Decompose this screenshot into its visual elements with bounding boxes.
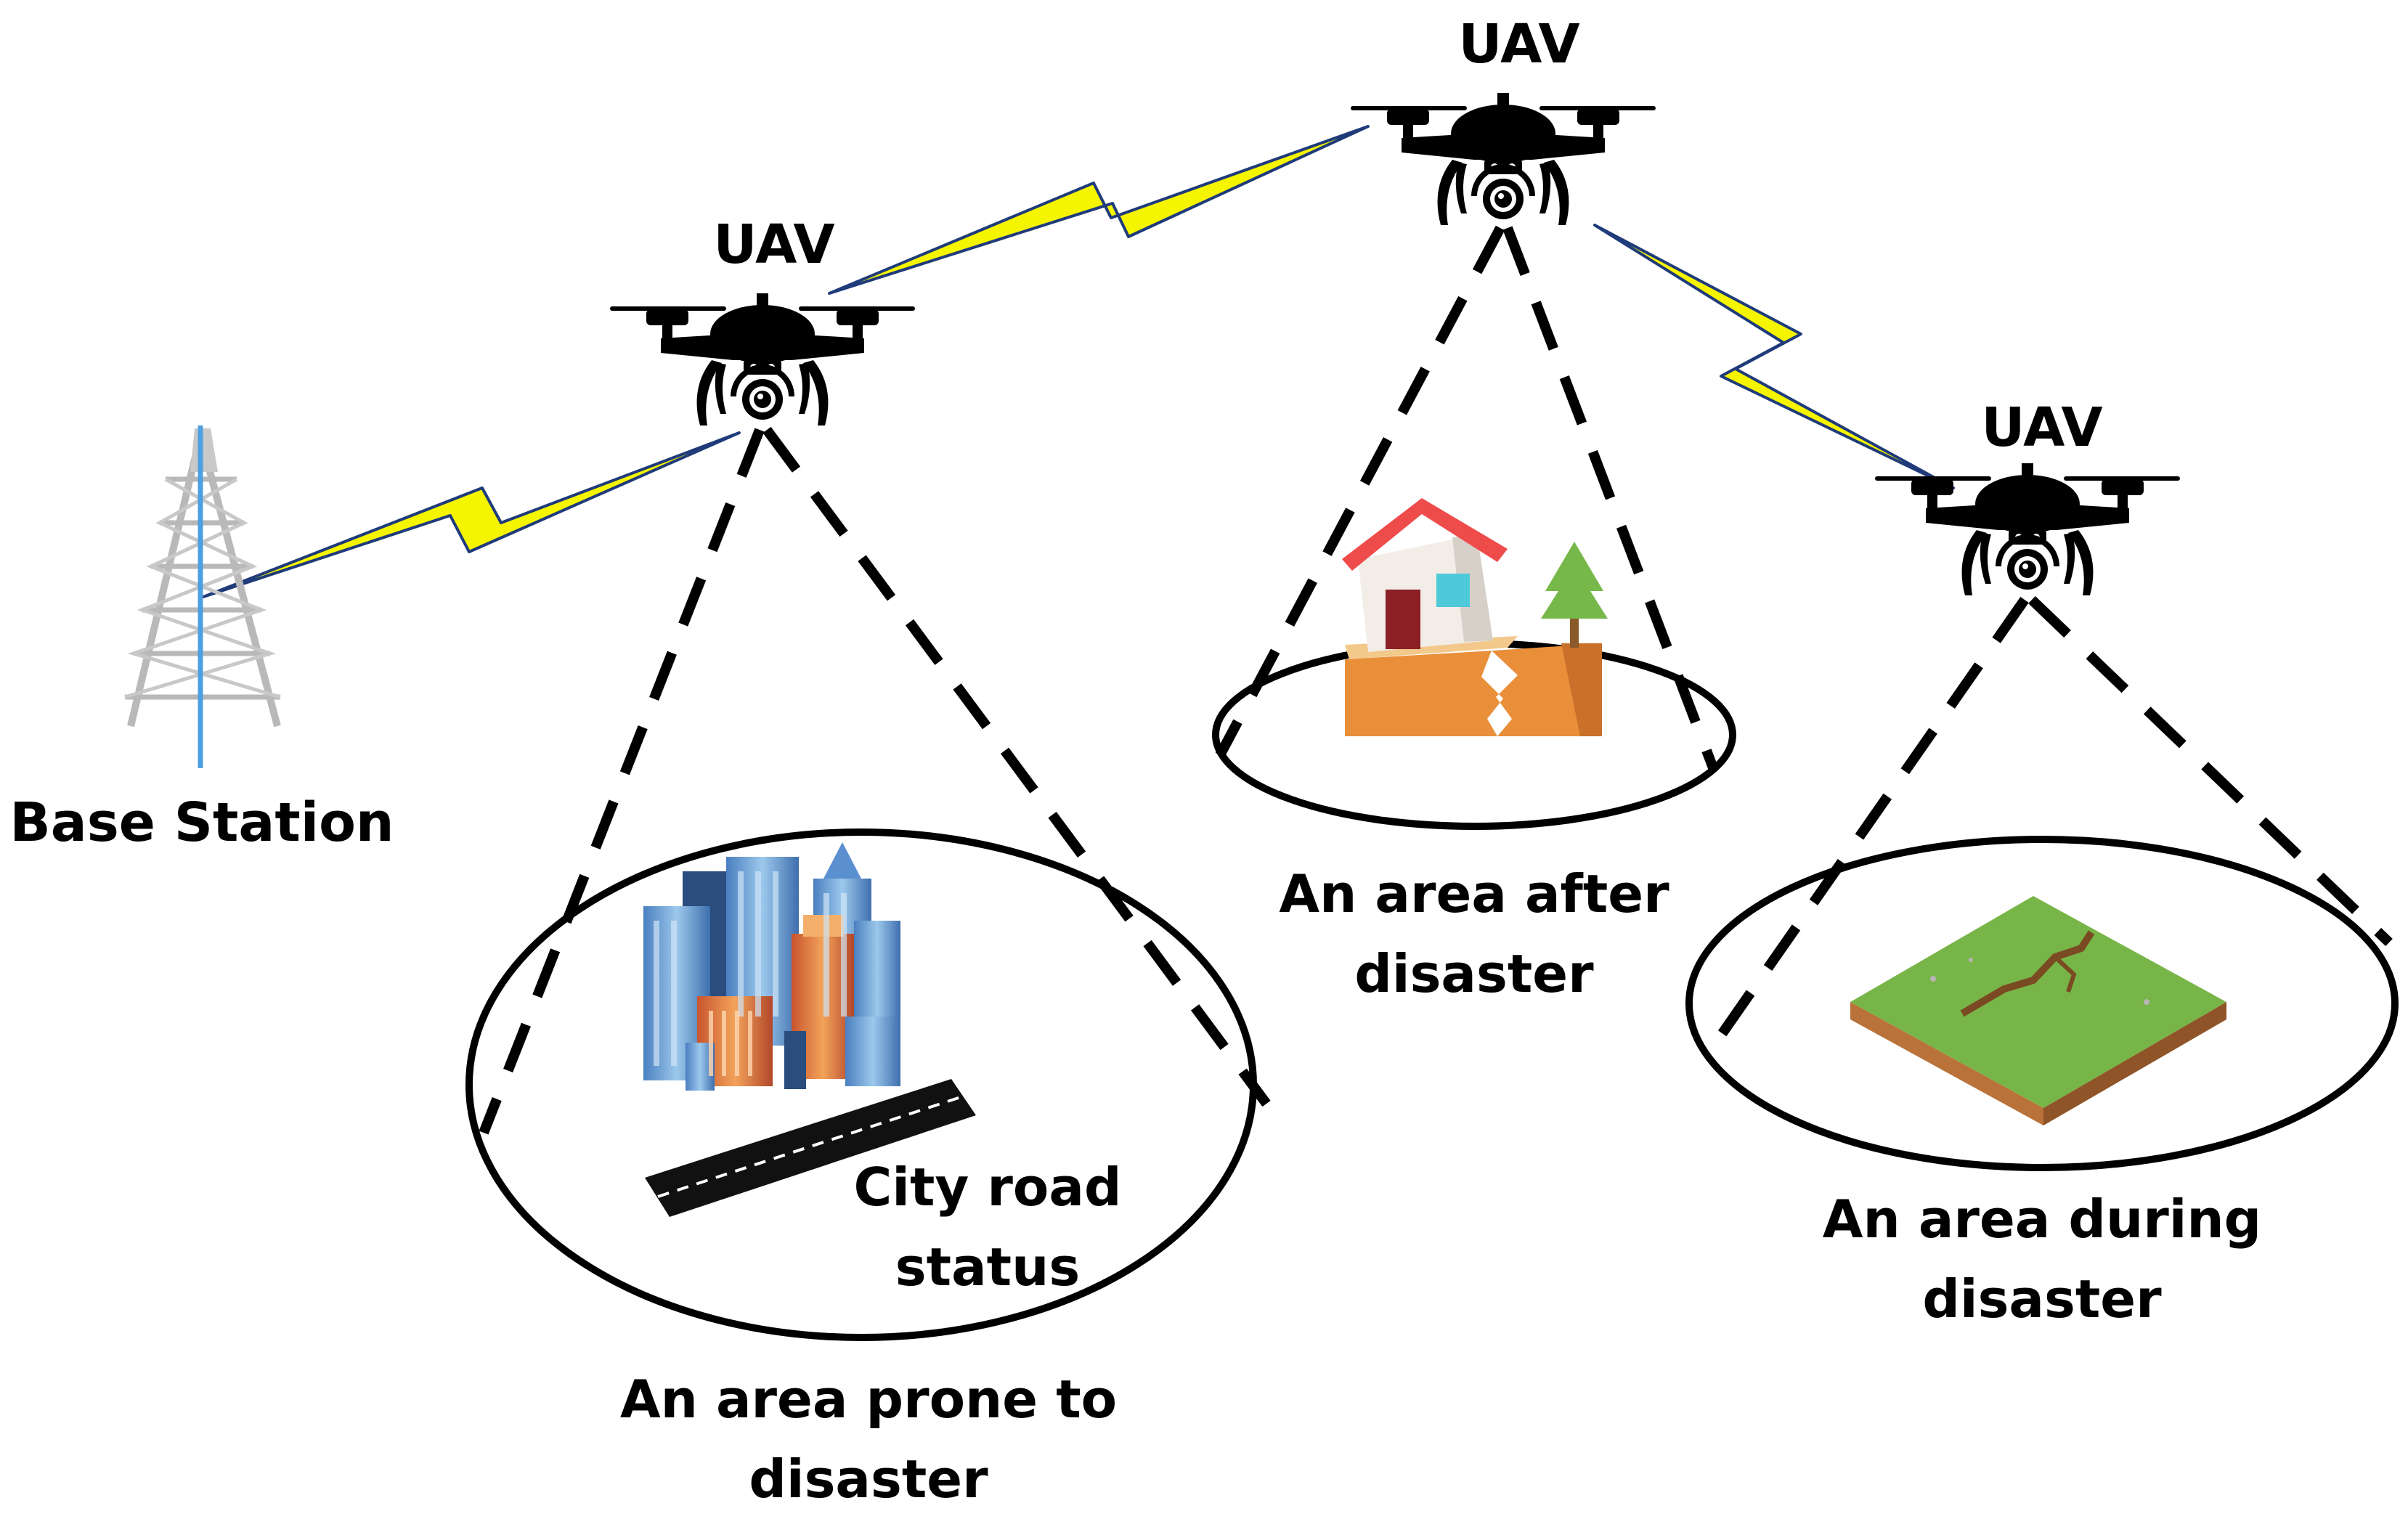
quadcopter-drone-icon: [1351, 93, 1656, 225]
link-uav-top-to-uav-right: [1593, 224, 1955, 489]
area-after-label-line1: An area after: [1279, 863, 1669, 924]
base-station-label: Base Station: [9, 791, 394, 854]
area-after-label-line2: disaster: [1354, 943, 1594, 1004]
quadcopter-drone-icon: [610, 293, 915, 425]
city-road-label-line1: City road: [853, 1157, 1121, 1218]
quadcopter-drone-icon: [1875, 463, 2180, 595]
city-road-label-line2: status: [895, 1237, 1080, 1298]
area-prone-label-line2: disaster: [749, 1449, 988, 1510]
uav-top-label: UAV: [1458, 13, 1579, 76]
cracked-house-icon: [1342, 498, 1608, 736]
link-uav-left-to-uav-top: [828, 125, 1370, 295]
transmission-tower-icon: [124, 425, 281, 768]
cracked-ground-icon: [1850, 896, 2226, 1125]
road-icon: [645, 1079, 976, 1217]
area-during-label-line2: disaster: [1922, 1268, 2162, 1329]
coverage-cone-right: [1709, 595, 2393, 1049]
link-base-to-uav-left: [202, 431, 741, 598]
coverage-area-left: [465, 828, 1257, 1341]
uav-left-label: UAV: [713, 213, 834, 276]
coverage-area-right: [1685, 836, 2399, 1171]
area-during-label-line1: An area during: [1823, 1189, 2261, 1250]
coverage-cone-left: [479, 426, 1271, 1135]
city-buildings-icon: [643, 842, 900, 1091]
area-prone-label-line1: An area prone to: [620, 1369, 1117, 1430]
uav-right-label: UAV: [1981, 396, 2102, 459]
